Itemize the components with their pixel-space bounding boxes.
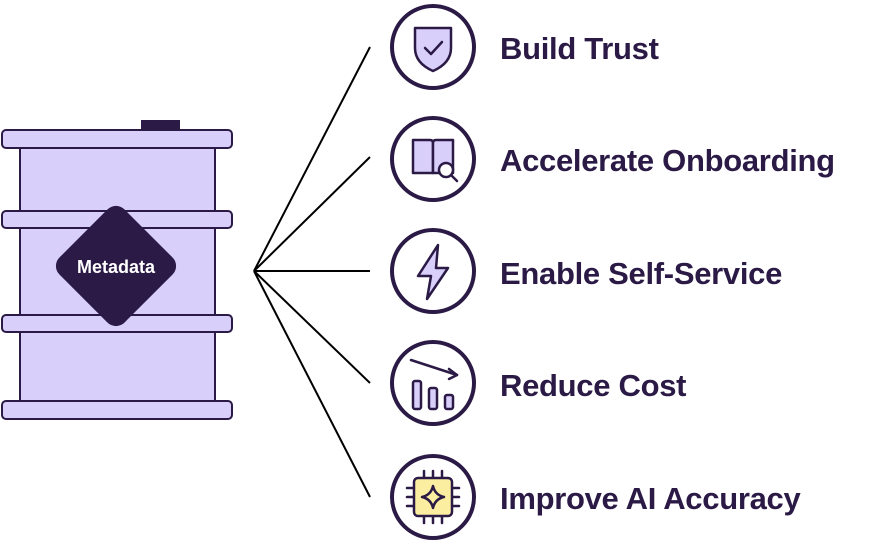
- benefit-icon-improve-ai-accuracy: [390, 454, 476, 540]
- metadata-barrel: [1, 120, 233, 420]
- benefit-icon-accelerate-onboarding: [390, 116, 476, 202]
- benefit-icon-enable-self-service: [390, 228, 476, 314]
- shield-check-icon: [413, 26, 453, 73]
- book-search-icon: [411, 138, 459, 183]
- benefit-label-reduce-cost: Reduce Cost: [500, 368, 687, 403]
- connector-line-build-trust: [253, 46, 371, 272]
- benefit-label-build-trust: Build Trust: [500, 31, 659, 66]
- connector-line-accelerate-onboarding: [253, 156, 371, 272]
- barrel-rim-bottom: [1, 400, 233, 420]
- lightning-bolt-icon: [416, 243, 450, 301]
- ai-chip-icon: [405, 469, 461, 525]
- connector-line-improve-ai-accuracy: [253, 270, 371, 498]
- benefit-label-enable-self-service: Enable Self-Service: [500, 256, 783, 291]
- benefit-icon-reduce-cost: [390, 340, 476, 426]
- metadata-diamond: [55, 205, 177, 327]
- connector-line-reduce-cost: [253, 270, 371, 384]
- barrel-cap: [141, 120, 180, 131]
- metadata-label: Metadata: [76, 257, 156, 277]
- connector-lines: [253, 46, 371, 498]
- benefit-label-accelerate-onboarding: Accelerate Onboarding: [500, 143, 835, 178]
- declining-bar-chart-icon: [409, 358, 459, 411]
- barrel-rim-top: [1, 129, 233, 149]
- benefit-icon-build-trust: [390, 4, 476, 90]
- benefit-label-improve-ai-accuracy: Improve AI Accuracy: [500, 481, 801, 516]
